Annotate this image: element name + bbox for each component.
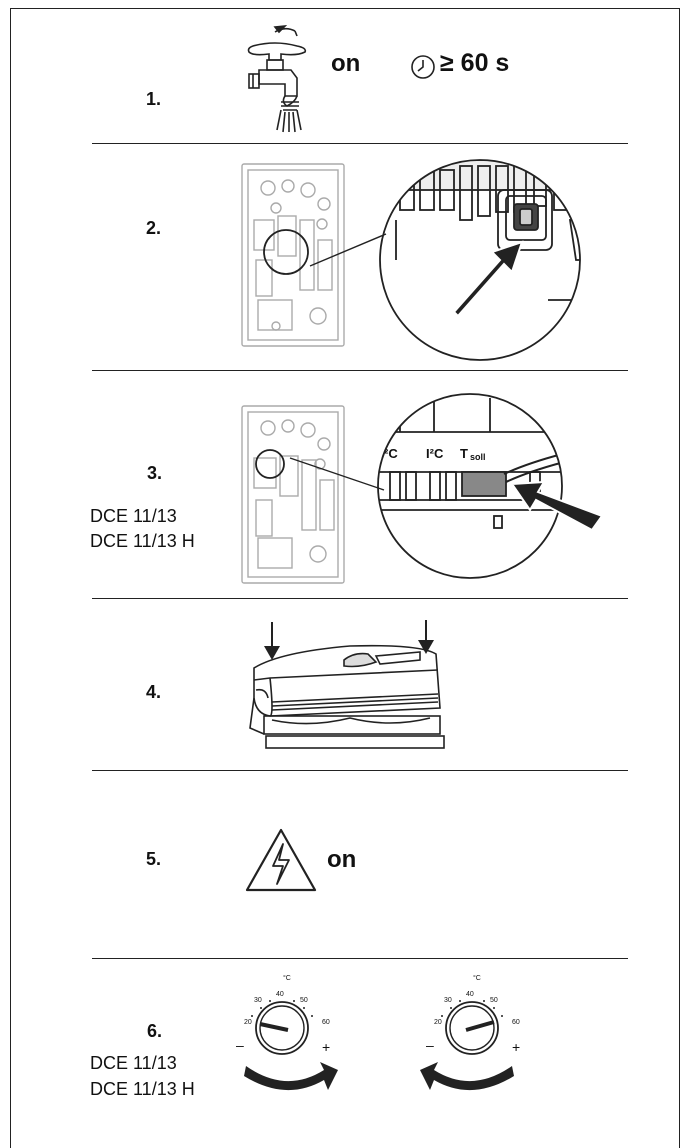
dial-scale-label: 60 [512,1019,520,1026]
step-5-number: 5. [146,849,162,869]
dial-scale-label: 50 [490,997,498,1004]
dial-minus: – [426,1037,434,1053]
divider [92,598,628,599]
dial-plus: + [512,1039,520,1055]
dial-scale-label: 40 [466,991,474,998]
appliance-cover-icon [249,620,445,749]
step-3-model: DCE 11/13 H [90,531,195,551]
step-1-on-label: on [331,50,361,77]
down-arrow-icon [264,622,280,660]
turn-arrow-icon [244,1062,338,1091]
connector-label: I²C [426,446,444,461]
step-1-number: 1. [146,89,162,109]
connector-magnified-icon: ²C I²C T soll [289,393,604,579]
dial-scale-label: 20 [434,1019,442,1026]
dial-scale-label: 50 [300,997,308,1004]
dial-scale-label: 60 [322,1019,330,1026]
divider [92,958,628,959]
reset-button-magnified-icon [309,159,581,361]
divider [92,370,628,371]
down-arrow-icon [418,620,434,654]
step-5-on-label: on [327,846,357,873]
step-4-number: 4. [146,682,162,702]
temperature-dial-icon: °C 40 30 50 20 60 – + [236,974,338,1091]
divider [92,770,628,771]
dial-unit: °C [473,974,481,982]
arrow-icon [452,240,524,327]
step-2-number: 2. [146,218,162,238]
appliance-board-icon [241,163,345,347]
dial-scale-label: 20 [244,1019,252,1026]
step-6-number: 6. [147,1021,163,1041]
arrow-icon [510,480,604,532]
dial-scale-label: 40 [276,991,284,998]
dial-scale-label: 30 [254,997,262,1004]
connector-label: soll [470,452,486,462]
turn-arrow-icon [420,1062,514,1091]
divider [92,143,628,144]
high-voltage-warning-icon [245,828,317,892]
faucet-icon [247,24,307,133]
dial-unit: °C [283,974,291,982]
step-1-duration: ≥ 60 s [440,49,510,77]
dial-plus: + [322,1039,330,1055]
connector-label: ²C [384,446,398,461]
dial-scale-label: 30 [444,997,452,1004]
instruction-frame [10,8,680,1148]
clock-icon [411,55,435,79]
step-3-number: 3. [147,463,163,483]
appliance-board-icon [241,405,345,584]
dial-minus: – [236,1037,244,1053]
temperature-dial-icon: °C 40 30 50 20 60 – + [420,974,520,1091]
step-6-model: DCE 11/13 H [90,1079,195,1099]
step-6-model: DCE 11/13 [90,1053,177,1073]
step-3-model: DCE 11/13 [90,506,177,526]
connector-label: T [460,446,468,461]
